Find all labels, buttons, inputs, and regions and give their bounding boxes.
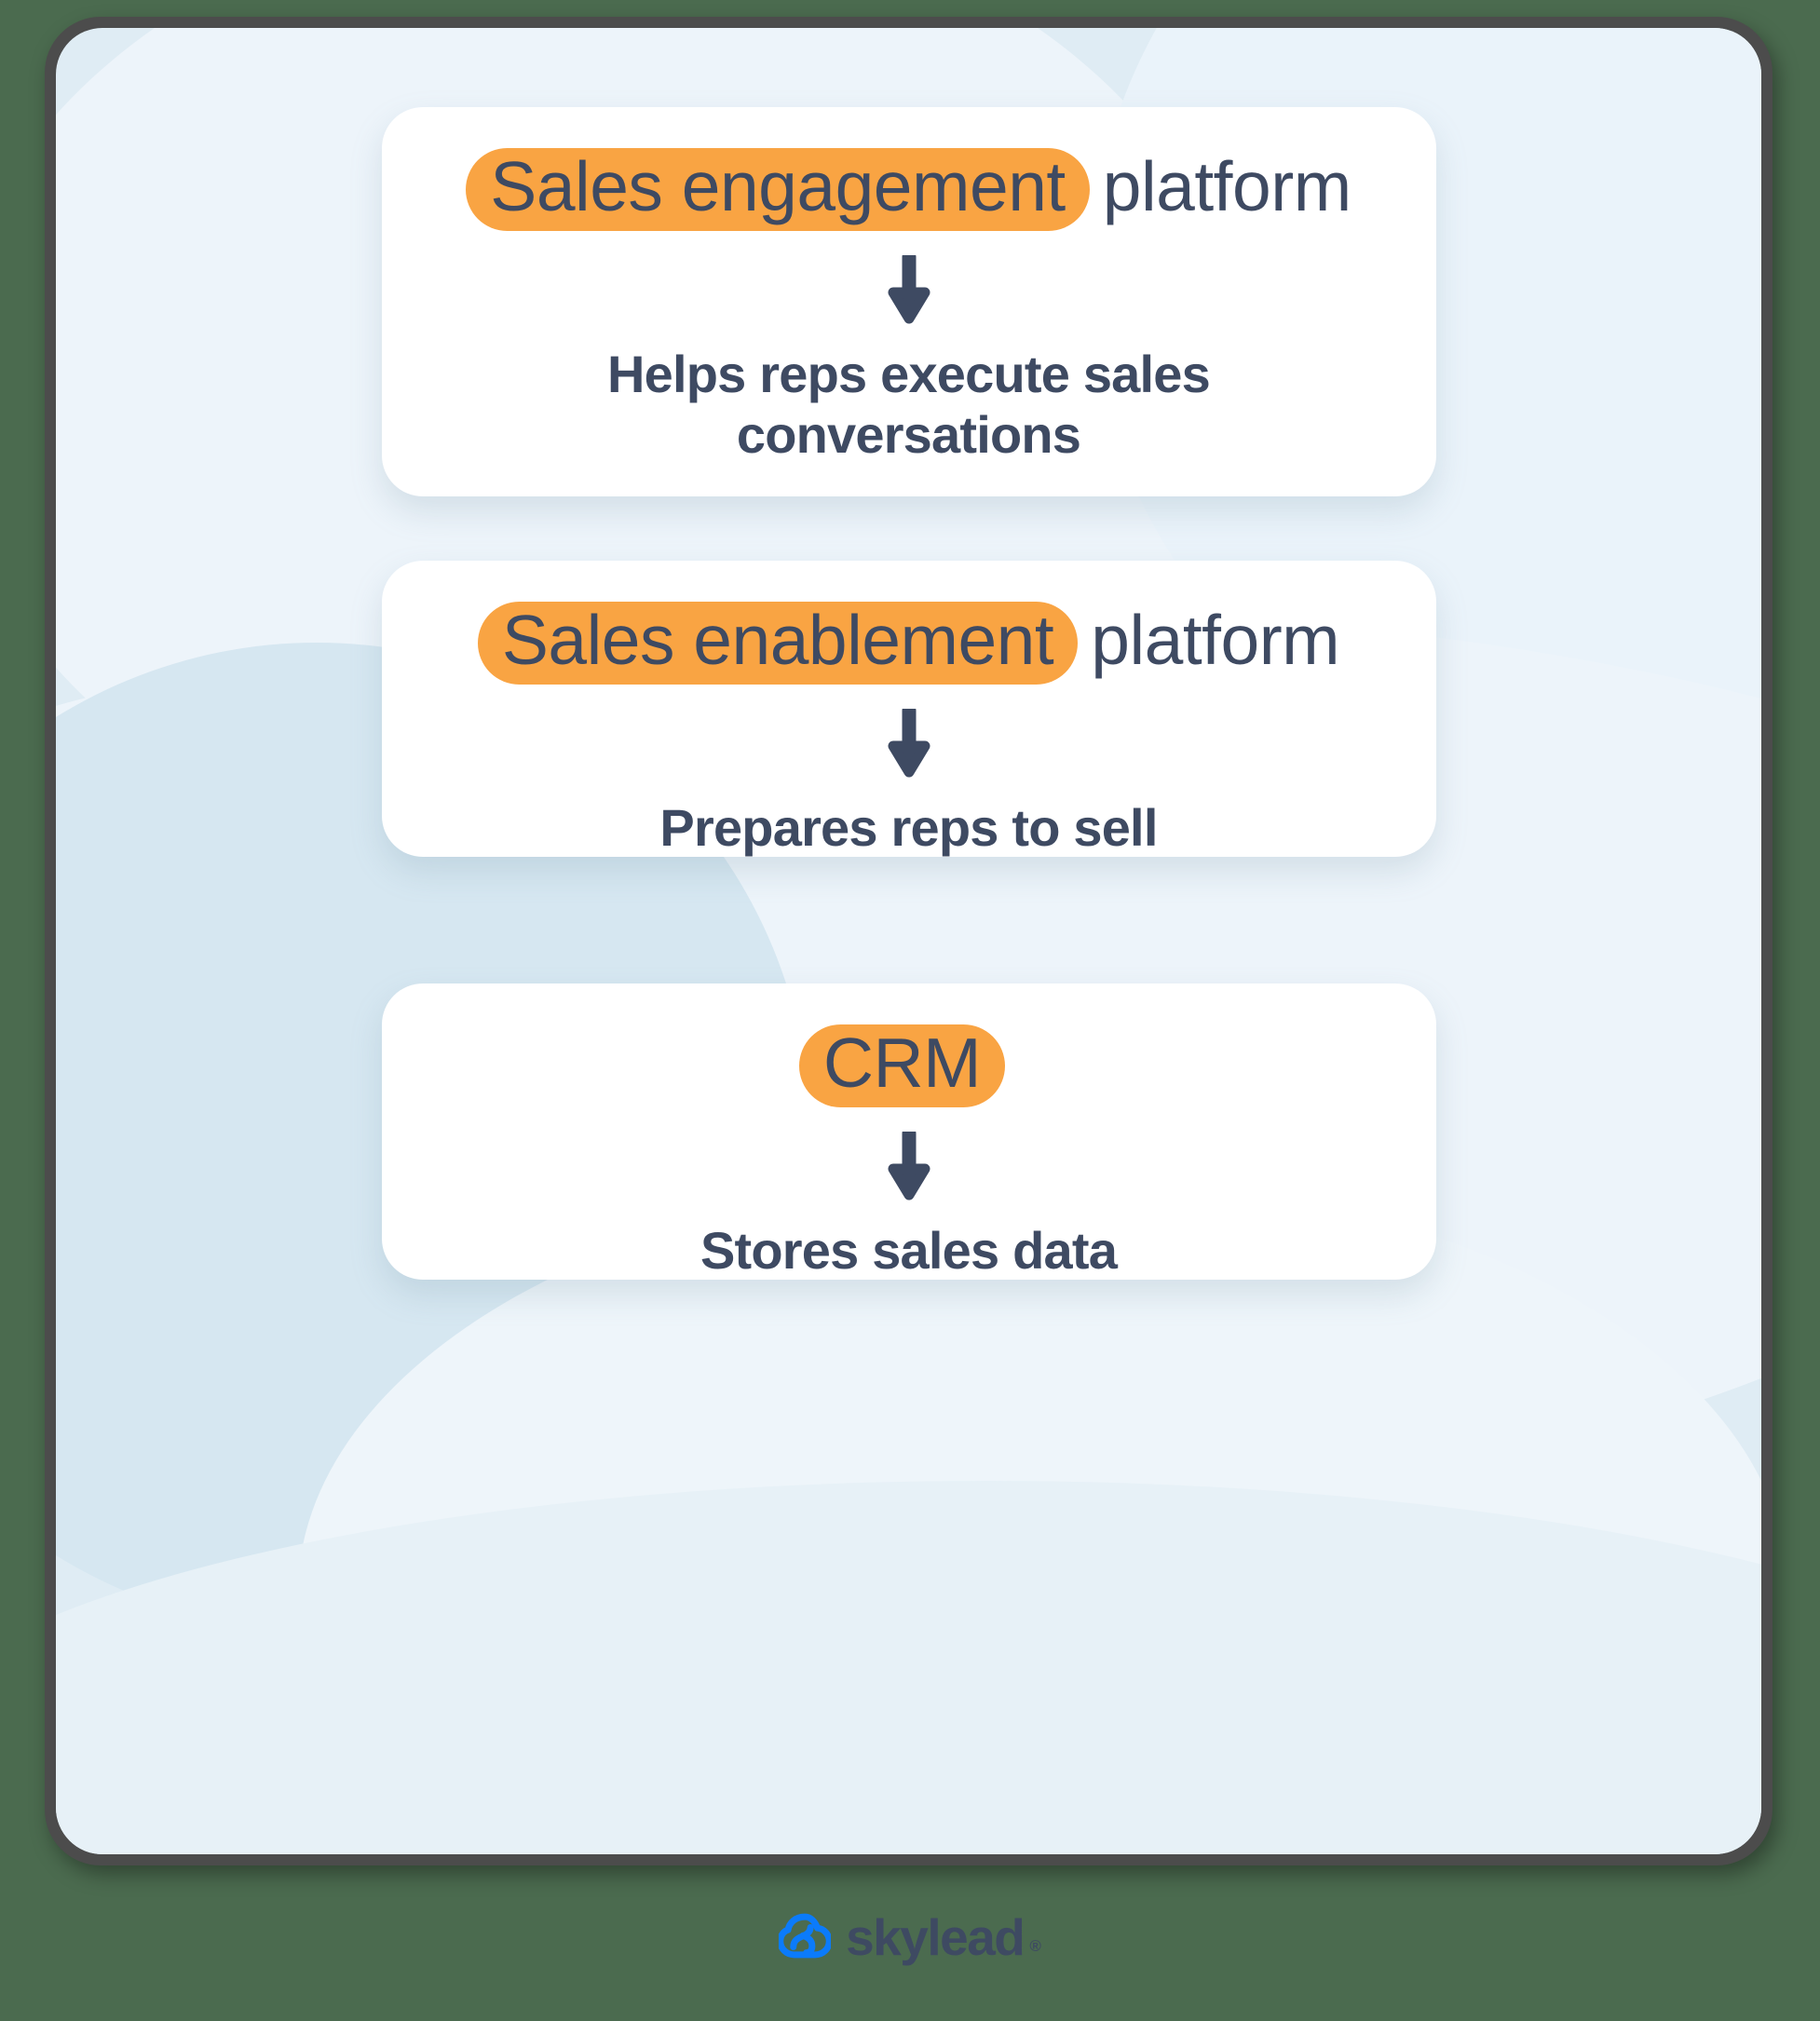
card-heading-crm: CRM	[798, 1024, 1018, 1107]
registered-trademark-icon: ®	[1029, 1937, 1041, 1955]
heading-suffix-sales-enablement: platform	[1091, 601, 1340, 679]
card-description-crm: Stores sales data	[699, 1221, 1118, 1280]
card-crm: CRM Stores sales data	[381, 983, 1436, 1280]
heading-suffix-sales-engagement: platform	[1102, 147, 1351, 225]
arrow-down-icon	[888, 709, 930, 778]
arrow-down-icon	[888, 255, 930, 324]
heading-suffix-crm	[1005, 1024, 1018, 1102]
highlight-term-crm: CRM	[798, 1024, 1006, 1107]
brand-wordmark: skylead	[846, 1907, 1025, 1966]
arrow-down-icon	[888, 1132, 930, 1200]
highlight-term-sales-engagement: Sales engagement	[466, 148, 1090, 231]
footer-branding: skylead ®	[0, 1911, 1820, 1963]
skylead-cloud-icon	[777, 1911, 833, 1963]
card-description-sales-engagement: Helps reps execute sales conversations	[607, 345, 1211, 464]
highlight-term-sales-enablement: Sales enablement	[477, 602, 1079, 685]
card-description-sales-enablement: Prepares reps to sell	[659, 798, 1158, 857]
